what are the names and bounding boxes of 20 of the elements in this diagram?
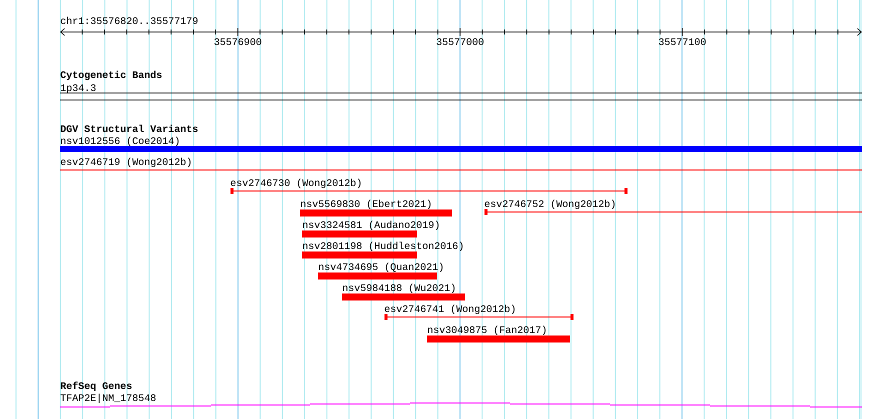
- variant-label: esv2746730 (Wong2012b): [230, 178, 361, 188]
- variant-label: esv2746741 (Wong2012b): [384, 304, 515, 314]
- tick-label: 35576900: [214, 38, 262, 46]
- tick-label: 35577000: [436, 38, 484, 46]
- variant-label: esv2746719 (Wong2012b): [60, 158, 191, 168]
- variant-label: nsv2801198 (Huddleston2016): [303, 242, 463, 252]
- variant-label: nsv3324581 (Audano2019): [303, 220, 439, 230]
- variant-label: nsv4734695 (Quan2021): [319, 262, 443, 272]
- variant-label: nsv3049875 (Fan2017): [428, 326, 546, 336]
- tick-label: 35577100: [658, 38, 706, 46]
- track-heading: DGV Structural Variants: [60, 124, 198, 132]
- band-label: 1p34.3: [60, 84, 96, 94]
- track-heading: Cytogenetic Bands: [60, 70, 162, 80]
- variant-label: esv2746752 (Wong2012b): [484, 200, 615, 210]
- track-heading: RefSeq Genes: [60, 382, 132, 392]
- variant-label: nsv1012556 (Coe2014): [61, 136, 179, 146]
- variant-label: nsv5569830 (Ebert2021): [301, 200, 431, 210]
- coordinate-label: chr1:35576820..35577179: [60, 16, 198, 24]
- gene-label: TFAP2E|NM_178548: [60, 394, 156, 404]
- variant-label: nsv5984188 (Wu2021): [343, 284, 455, 294]
